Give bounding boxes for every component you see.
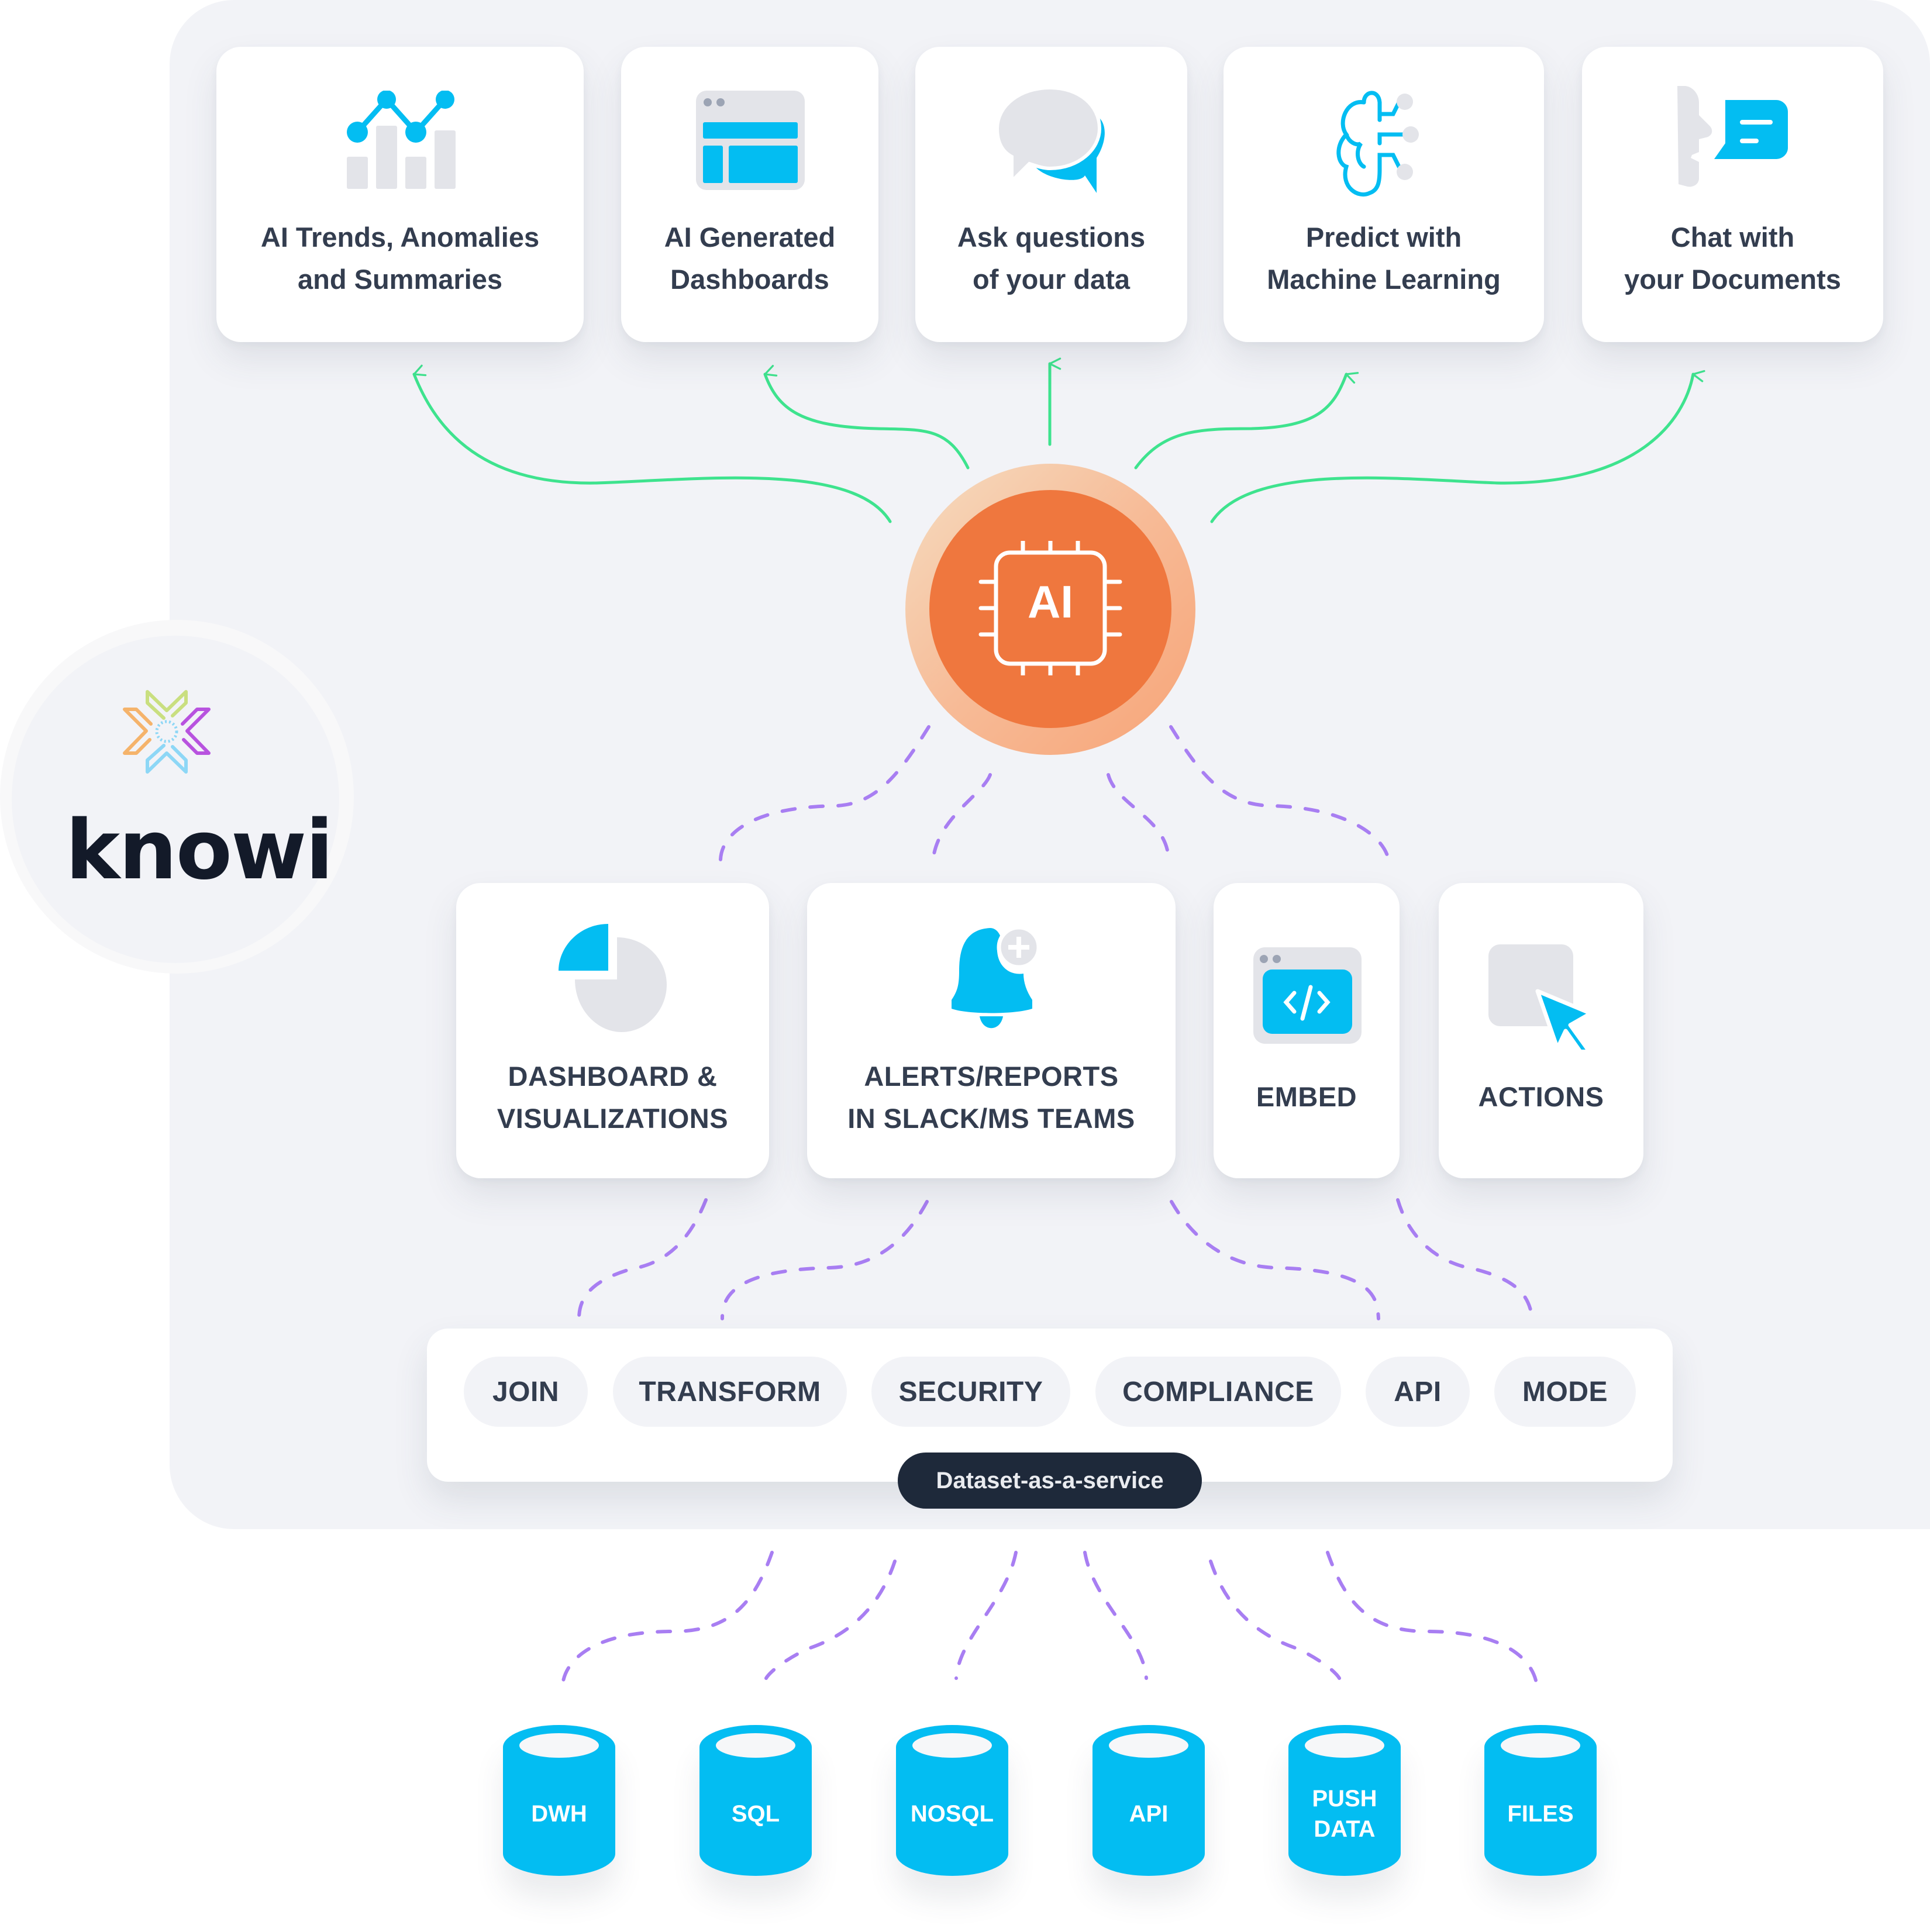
data-source-dwh[interactable]: DWH (503, 1725, 615, 1876)
knowi-logo-badge (0, 620, 354, 974)
data-source-files[interactable]: FILES (1484, 1725, 1597, 1876)
chip-security[interactable]: SECURITY (871, 1357, 1070, 1427)
dashboard-layout-icon (696, 91, 805, 190)
chip-api[interactable]: API (1366, 1357, 1470, 1427)
feature-label: DASHBOARD &VISUALIZATIONS (497, 1061, 729, 1134)
data-source-label: API (1129, 1801, 1169, 1827)
brain-network-icon (1336, 91, 1419, 197)
ai-hub-label: AI (1028, 576, 1073, 627)
chip-compliance[interactable]: COMPLIANCE (1095, 1357, 1341, 1427)
speaking-head-icon (1677, 86, 1788, 187)
feature-label: ACTIONS (1478, 1081, 1604, 1112)
chat-bubbles-icon (997, 88, 1105, 193)
data-source-label: SQL (731, 1801, 780, 1827)
data-source-sql[interactable]: SQL (699, 1725, 812, 1876)
chip-join[interactable]: JOIN (464, 1357, 588, 1427)
chip-mode[interactable]: MODE (1494, 1357, 1636, 1427)
cursor-click-icon (1488, 944, 1593, 1050)
ai-hub (929, 490, 1171, 728)
data-source-label: DWH (531, 1801, 587, 1827)
data-source-api[interactable]: API (1092, 1725, 1205, 1876)
data-source-label: PUSH DATA (1312, 1786, 1377, 1842)
knowi-wordmark: knowi (66, 803, 333, 898)
data-source-nosql[interactable]: NOSQL (896, 1725, 1008, 1876)
feature-card-dashboards-visualizations[interactable]: DASHBOARD &VISUALIZATIONS (456, 883, 769, 1178)
data-source-label: FILES (1507, 1801, 1574, 1827)
data-source-push-data[interactable]: PUSH DATA (1288, 1725, 1401, 1876)
chip-transform[interactable]: TRANSFORM (613, 1357, 847, 1427)
ai-chip-icon (978, 541, 1122, 675)
pie-chart-icon (559, 924, 667, 1032)
code-window-icon (1253, 947, 1362, 1044)
feature-card-actions[interactable]: ACTIONS (1439, 883, 1643, 1178)
knowi-x-logo-icon (123, 690, 211, 774)
bell-plus-icon (952, 925, 1041, 1029)
feature-card-embed[interactable]: EMBED (1214, 883, 1400, 1178)
data-source-label: NOSQL (910, 1801, 994, 1827)
feature-label: EMBED (1256, 1081, 1357, 1112)
dataset-as-a-service-badge: Dataset-as-a-service (898, 1453, 1202, 1509)
trend-chart-icon (347, 91, 456, 189)
